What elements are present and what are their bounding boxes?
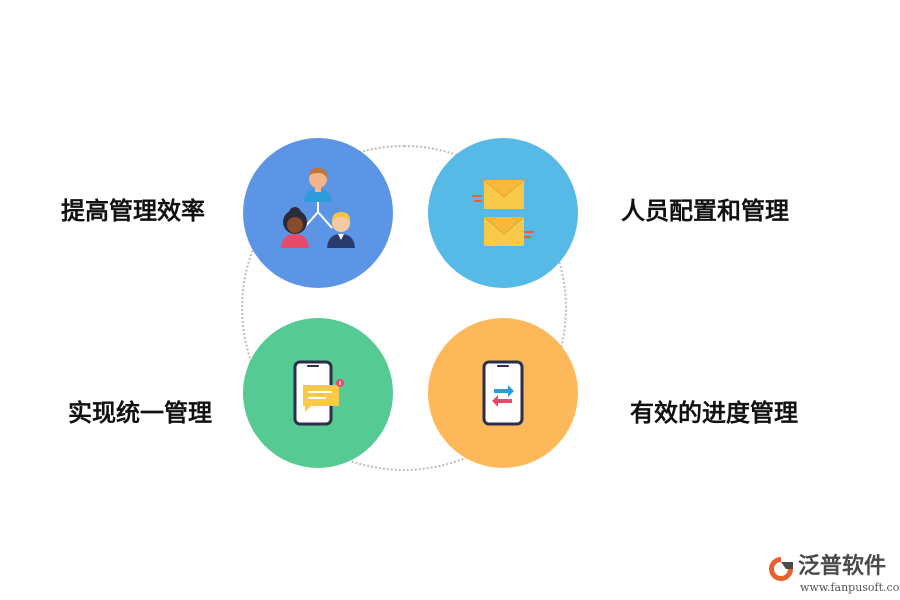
label-unified: 实现统一管理 — [68, 399, 212, 427]
fanpu-logo-icon — [769, 557, 793, 581]
circle-unified — [243, 318, 393, 468]
phone-transfer-icon — [482, 360, 524, 426]
dotted-ring — [241, 145, 567, 471]
circle-staffing — [428, 138, 578, 288]
brand-logo: 泛普软件 www.fanpusoft.com — [766, 552, 900, 596]
label-efficiency: 提高管理效率 — [61, 197, 205, 225]
team-hierarchy-icon — [281, 167, 355, 248]
label-progress: 有效的进度管理 — [630, 399, 798, 427]
phone-message-icon — [293, 360, 344, 426]
brand-url: www.fanpusoft.com — [800, 581, 900, 594]
label-staffing: 人员配置和管理 — [621, 197, 789, 225]
circle-progress — [428, 318, 578, 468]
circle-efficiency — [243, 138, 393, 288]
envelopes-icon — [472, 179, 534, 246]
brand-name: 泛普软件 — [798, 554, 887, 579]
